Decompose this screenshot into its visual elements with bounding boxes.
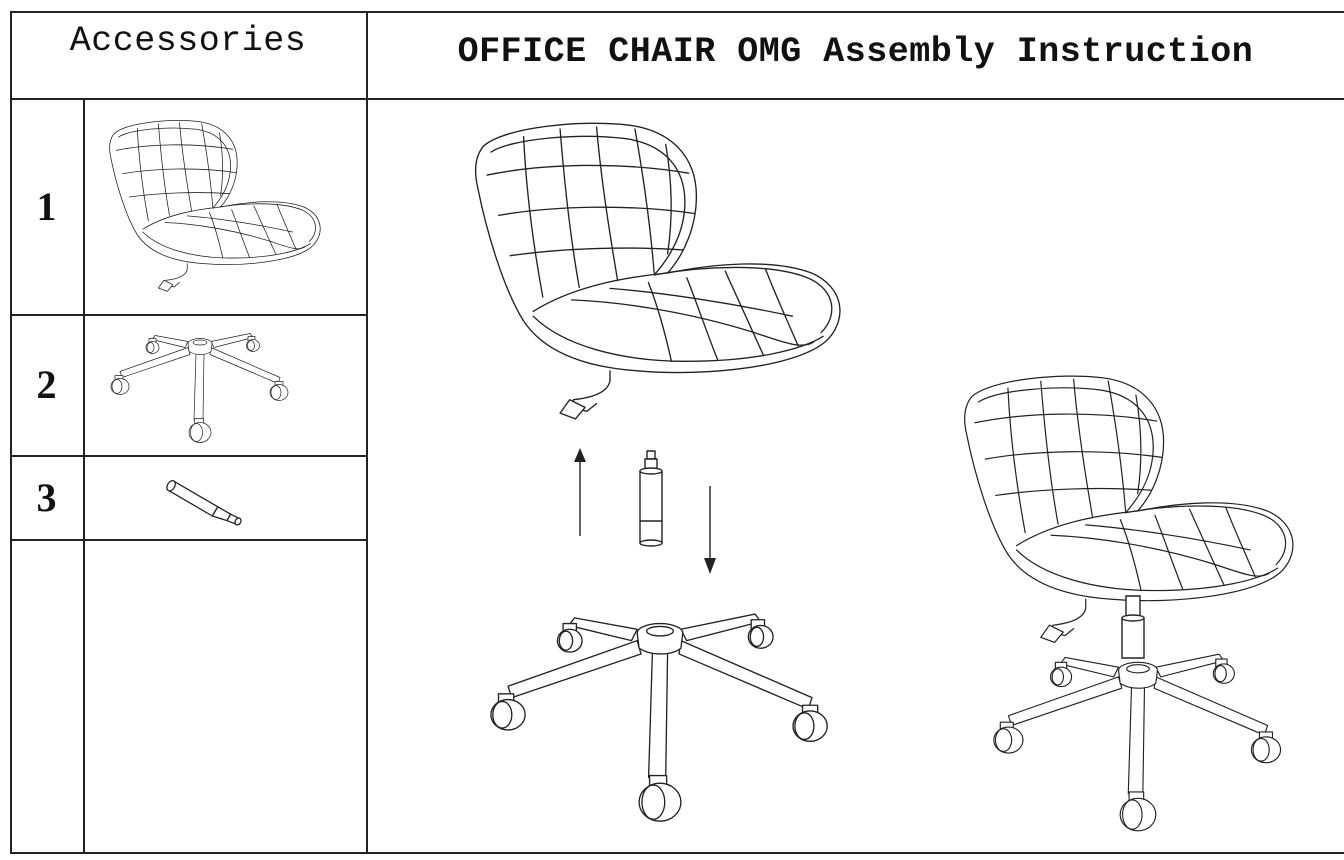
exploded-seat-illustration [474,122,841,420]
page-title: OFFICE CHAIR OMG Assembly Instruction [457,32,1254,72]
row-divider-3 [10,539,367,541]
star-base-illustration [110,333,289,443]
table-border-left [10,11,12,853]
accessories-header: Accessories [69,21,307,61]
table-border-bottom [10,852,1344,854]
assembled-chair-column [1118,596,1148,666]
gas-lift-illustration [164,478,243,527]
table-border-top [10,11,1344,13]
chair-seat-shell-illustration [109,120,321,292]
accessory-number-3: 3 [36,474,57,520]
accessory-number-2: 2 [36,362,57,407]
arrow-up-icon [574,448,586,538]
column-divider-main [366,11,368,853]
accessory-number-1: 1 [36,183,57,229]
column-divider-number [83,98,85,853]
row-divider-2 [10,455,367,457]
exploded-base-illustration [490,613,828,822]
gas-lift-vertical-illustration [639,450,663,547]
assembled-chair-base-illustration [993,653,1282,832]
header-divider [10,98,1344,100]
arrow-down-icon [704,484,716,574]
row-divider-1 [10,314,367,316]
